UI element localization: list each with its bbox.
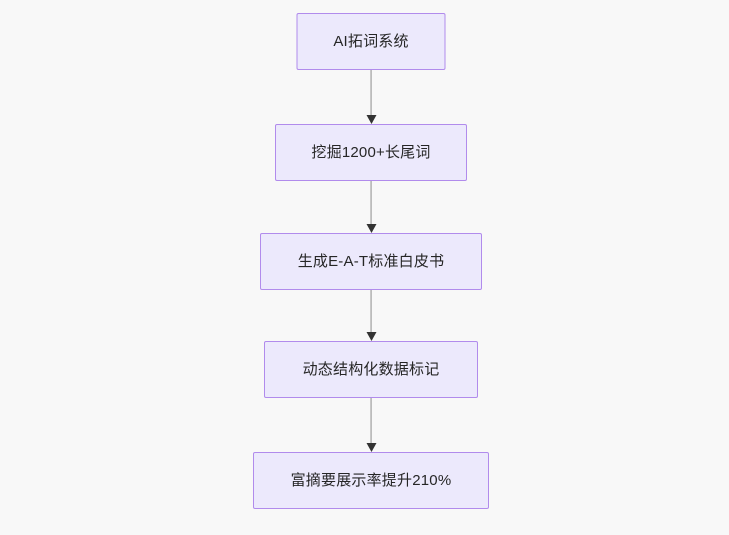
flow-node-label: AI拓词系统 <box>333 33 409 50</box>
arrowhead-icon <box>366 224 376 233</box>
edge-line <box>370 398 372 443</box>
edge-node4-to-node5 <box>366 398 377 452</box>
flow-node-mine-longtail-keywords[interactable]: 挖掘1200+长尾词 <box>275 124 467 181</box>
flow-node-label: 动态结构化数据标记 <box>302 361 440 378</box>
flow-node-label: 富摘要展示率提升210% <box>290 472 452 489</box>
edge-node1-to-node2 <box>366 70 377 124</box>
edge-line <box>370 181 372 224</box>
flow-node-label: 挖掘1200+长尾词 <box>311 144 431 161</box>
flow-node-dynamic-structured-data[interactable]: 动态结构化数据标记 <box>264 341 478 398</box>
flow-node-rich-snippet-result[interactable]: 富摘要展示率提升210% <box>253 452 489 509</box>
arrowhead-icon <box>366 115 376 124</box>
edge-node2-to-node3 <box>366 181 377 233</box>
flow-node-label: 生成E-A-T标准白皮书 <box>297 253 445 270</box>
arrowhead-icon <box>366 332 376 341</box>
edge-line <box>370 70 372 115</box>
flow-node-ai-keyword-system[interactable]: AI拓词系统 <box>296 13 446 70</box>
arrowhead-icon <box>366 443 376 452</box>
edge-node3-to-node4 <box>366 290 377 341</box>
flow-node-generate-eat-whitepaper[interactable]: 生成E-A-T标准白皮书 <box>260 233 482 290</box>
edge-line <box>370 290 372 332</box>
